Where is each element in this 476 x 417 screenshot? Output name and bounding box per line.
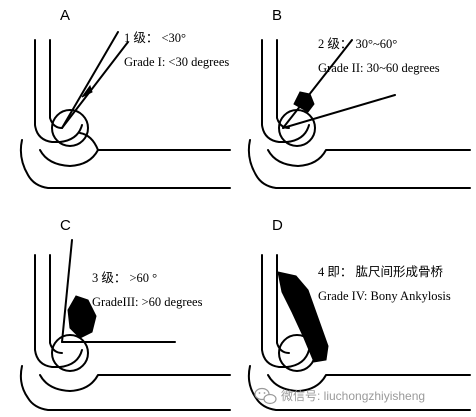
panel-a: A 1 级： <30° Grade I: <30 degrees	[19, 7, 231, 189]
angle-line-a2	[61, 41, 129, 129]
bony-bridge-d	[277, 271, 329, 363]
trochlea-a	[51, 109, 89, 147]
panel-letter-b: B	[272, 7, 282, 24]
olecranon-a	[79, 132, 99, 151]
panel-letter-d: D	[272, 217, 283, 234]
ulna-b	[247, 139, 471, 189]
ulna-notch-b	[267, 149, 471, 167]
panel-b: B 2 级： 30°~60° Grade II: 30~60 degrees	[247, 7, 471, 189]
humerus-b	[261, 39, 310, 143]
watermark: 微信号: liuchongzhiyisheng	[254, 387, 425, 405]
ulna-d	[247, 365, 471, 411]
grade-cn-c: 3 级： >60 °	[92, 271, 157, 285]
wechat-icon	[254, 387, 277, 405]
watermark-text: 微信号: liuchongzhiyisheng	[281, 389, 425, 403]
trochlea-c	[51, 334, 89, 372]
osteophyte-c	[67, 295, 97, 339]
humerus-inner-b	[276, 39, 290, 129]
ulna-c	[19, 365, 231, 411]
grade-cn-d: 4 即： 肱尺间形成骨桥	[318, 264, 444, 279]
grade-en-a: Grade I: <30 degrees	[124, 55, 229, 69]
angle-line-c1	[61, 239, 73, 343]
osteophyte-a	[81, 84, 93, 98]
panel-d: D 4 即： 肱尺间形成骨桥 Grade IV: Bony Ankylosis	[247, 217, 471, 411]
angle-line-b2	[282, 94, 396, 129]
grade-en-c: GradeIII: >60 degrees	[92, 295, 203, 309]
angle-line-b1	[282, 39, 353, 129]
ulna-notch-c	[39, 374, 231, 392]
panel-letter-a: A	[60, 7, 70, 24]
humerus-inner-d	[276, 254, 290, 354]
grade-en-d: Grade IV: Bony Ankylosis	[318, 289, 451, 303]
ulna-notch-d	[267, 374, 471, 392]
grade-en-b: Grade II: 30~60 degrees	[318, 61, 440, 75]
humerus-c	[34, 254, 83, 368]
ulna-a	[19, 139, 231, 189]
humerus-inner-c	[49, 254, 63, 354]
angle-line-a1	[61, 31, 119, 129]
humerus-a	[34, 39, 83, 143]
grade-cn-b: 2 级： 30°~60°	[318, 37, 397, 51]
humerus-inner-a	[49, 39, 63, 129]
humerus-d	[261, 254, 310, 368]
panel-c: C 3 级： >60 ° GradeIII: >60 degrees	[19, 217, 231, 411]
grade-cn-a: 1 级： <30°	[124, 31, 186, 45]
osteophyte-b	[293, 91, 315, 113]
panel-letter-c: C	[60, 217, 71, 234]
ulna-notch-a	[39, 149, 231, 167]
